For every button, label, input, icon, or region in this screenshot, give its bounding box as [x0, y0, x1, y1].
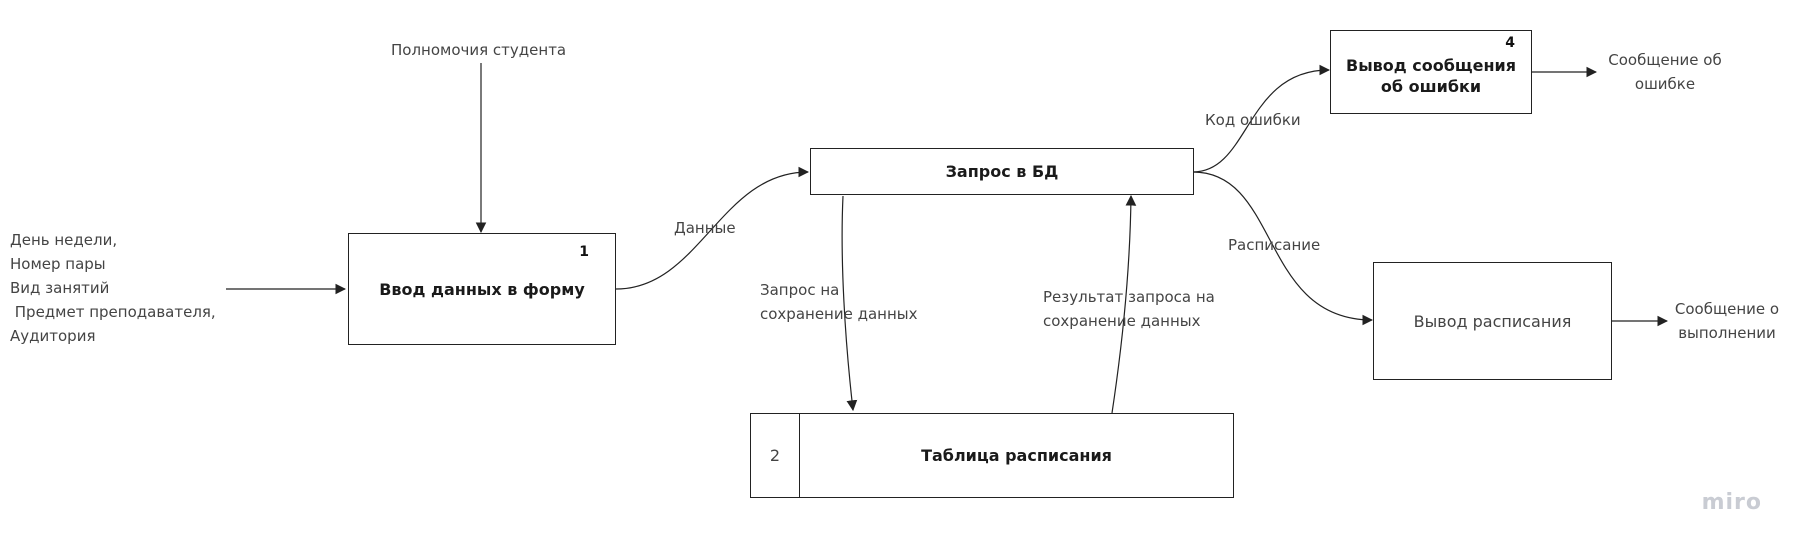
input-label: Вид занятий — [10, 279, 110, 297]
input-form-box[interactable]: 1 Ввод данных в форму — [348, 233, 616, 345]
edge-label-save-request: Запрос на сохранение данных — [760, 278, 918, 326]
authority-label: Полномочия студента — [391, 41, 567, 59]
edge-label-line: сохранение данных — [1043, 312, 1201, 330]
db-query-box[interactable]: Запрос в БД — [810, 148, 1194, 195]
box-title: Вывод расписания — [1413, 311, 1572, 331]
output-label-error-message: Сообщение об ошибке — [1595, 48, 1735, 96]
edge-label-line: сохранение данных — [760, 305, 918, 323]
edge-label-data: Данные — [674, 219, 736, 237]
box-number: 4 — [1505, 35, 1515, 51]
schedule-table-store[interactable]: 2 Таблица расписания — [750, 413, 1234, 498]
input-labels: День недели, Номер пары Вид занятий Пред… — [10, 228, 216, 348]
edge-label-save-result: Результат запроса на сохранение данных — [1043, 285, 1215, 333]
box-title: Запрос в БД — [945, 162, 1059, 181]
input-label: Предмет преподавателя, — [10, 303, 216, 321]
input-label: Аудитория — [10, 327, 96, 345]
arrow-query-to-schedule-output — [1192, 171, 1374, 326]
error-output-box[interactable]: 4 Вывод сообщения об ошибки — [1330, 30, 1532, 114]
arrow-table-to-query — [1111, 194, 1137, 414]
input-label: Номер пары — [10, 255, 106, 273]
box-title: Ввод данных в форму — [379, 279, 585, 299]
arrow-form-to-query — [615, 166, 810, 290]
output-label-line: Сообщение об — [1608, 51, 1722, 69]
arrow-query-to-error — [1192, 64, 1331, 173]
output-label-line: ошибке — [1634, 75, 1696, 93]
miro-watermark: miro — [1701, 490, 1762, 515]
box-title: Вывод сообщения об ошибки — [1346, 56, 1516, 96]
output-label-line: Сообщение о — [1674, 300, 1780, 318]
edge-label-line: Результат запроса на — [1043, 288, 1215, 306]
edge-label-line: Запрос на — [760, 281, 840, 299]
input-label: День недели, — [10, 231, 118, 249]
output-label-done-message: Сообщение о выполнении — [1668, 297, 1786, 345]
box-number: 1 — [579, 244, 589, 260]
edge-label-error-code: Код ошибки — [1205, 111, 1301, 129]
arrow-query-to-table — [841, 195, 858, 412]
schedule-output-box[interactable]: Вывод расписания — [1373, 262, 1612, 380]
output-label-line: выполнении — [1678, 324, 1776, 342]
store-title: Таблица расписания — [921, 446, 1112, 465]
store-number: 2 — [751, 414, 800, 497]
edge-label-schedule: Расписание — [1228, 236, 1321, 254]
